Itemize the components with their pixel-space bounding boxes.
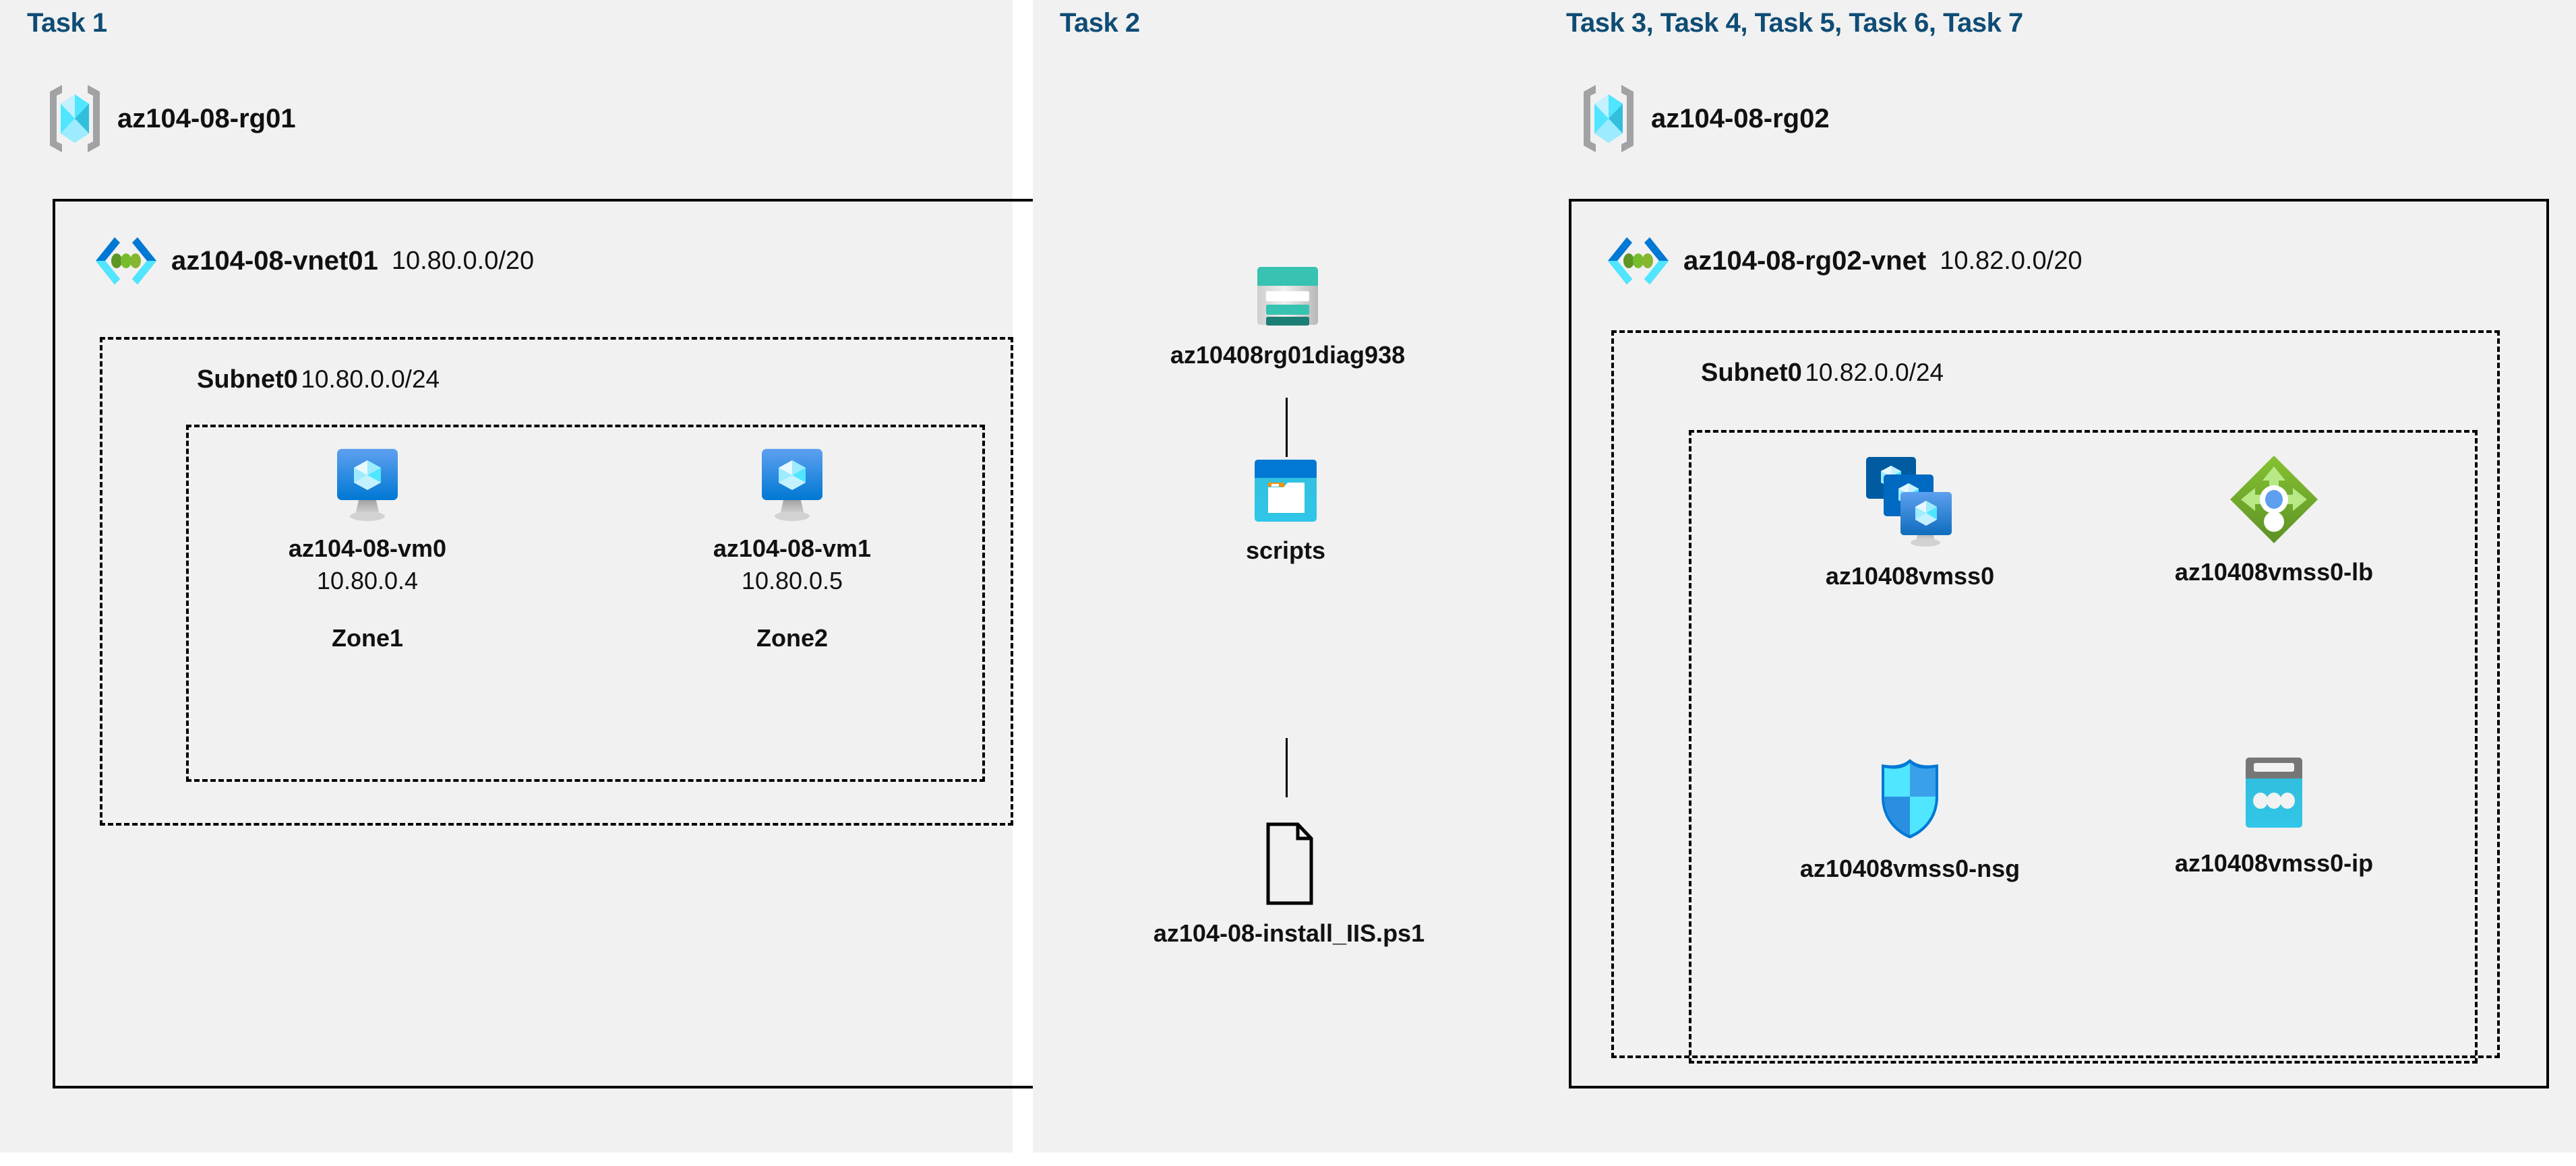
vm-ip: 10.80.0.4 bbox=[316, 567, 419, 595]
vnet-header-vnet01: az104-08-vnet01 10.80.0.0/20 bbox=[94, 235, 534, 287]
nsg-node[interactable]: az10408vmss0-nsg bbox=[1762, 755, 2058, 883]
file-node[interactable]: az104-08-install_IIS.ps1 bbox=[1087, 821, 1491, 948]
task-1-title: Task 1 bbox=[27, 8, 107, 38]
connector-container-to-file bbox=[1286, 738, 1288, 797]
subnet-cidr: 10.82.0.0/24 bbox=[1805, 359, 1944, 386]
blob-container-node[interactable]: scripts bbox=[1185, 457, 1387, 565]
resource-group-name: az104-08-rg01 bbox=[117, 103, 296, 133]
vnet-cidr: 10.82.0.0/20 bbox=[1940, 246, 2083, 275]
storage-account-node[interactable]: az10408rg01diag938 bbox=[1126, 263, 1449, 369]
vnet-name: az104-08-rg02-vnet bbox=[1683, 245, 1927, 276]
vnet-name: az104-08-vnet01 bbox=[171, 245, 378, 276]
load-balancer-name: az10408vmss0-lb bbox=[2174, 558, 2374, 586]
nsg-name: az10408vmss0-nsg bbox=[1799, 855, 2020, 882]
vm-node-az104-08-vm0[interactable]: az104-08-vm0 10.80.0.4 Zone1 bbox=[270, 445, 465, 652]
subnet-name: Subnet0 bbox=[197, 365, 298, 394]
subnet-name: Subnet0 bbox=[1701, 359, 1802, 387]
vm-node-az104-08-vm1[interactable]: az104-08-vm1 10.80.0.5 Zone2 bbox=[694, 445, 890, 652]
virtual-machine-icon bbox=[330, 445, 405, 522]
storage-account-name: az10408rg01diag938 bbox=[1170, 341, 1406, 369]
load-balancer-icon bbox=[2227, 453, 2320, 546]
blob-container-icon bbox=[1252, 457, 1319, 524]
vnet-header-rg02-vnet: az104-08-rg02-vnet 10.82.0.0/20 bbox=[1607, 235, 2083, 287]
vm-name: az104-08-vm0 bbox=[288, 534, 447, 562]
zone-box bbox=[186, 425, 985, 782]
panel-task-3-7: Task 3, Task 4, Task 5, Task 6, Task 7 a… bbox=[1539, 0, 2576, 1153]
vm-zone: Zone1 bbox=[331, 624, 403, 652]
vm-scale-set-icon bbox=[1861, 453, 1959, 550]
public-ip-node[interactable]: az10408vmss0-ip bbox=[2126, 755, 2422, 878]
vnet-box-rg02-vnet bbox=[1569, 199, 2549, 1088]
file-icon bbox=[1256, 821, 1322, 907]
vm-zone: Zone2 bbox=[756, 624, 828, 652]
vnet-cidr: 10.80.0.0/20 bbox=[391, 246, 535, 275]
resource-group-rg02: az104-08-rg02 bbox=[1581, 82, 1830, 155]
public-ip-address-icon bbox=[2236, 755, 2312, 837]
load-balancer-node[interactable]: az10408vmss0-lb bbox=[2126, 453, 2422, 586]
panel-task-1: Task 1 az104-08-rg01 bbox=[0, 0, 1522, 1153]
resource-group-icon bbox=[47, 82, 102, 155]
blob-container-name: scripts bbox=[1245, 536, 1326, 564]
resource-group-inner-box bbox=[1689, 430, 2478, 1064]
vm-ip: 10.80.0.5 bbox=[741, 567, 843, 595]
resource-group-rg01: az104-08-rg01 bbox=[47, 82, 296, 155]
network-security-group-icon bbox=[1872, 755, 1948, 842]
storage-account-icon bbox=[1254, 263, 1321, 329]
subnet-box-subnet0 bbox=[1611, 330, 2500, 1058]
vmss-node[interactable]: az10408vmss0 bbox=[1762, 453, 2058, 590]
resource-group-icon bbox=[1581, 82, 1636, 155]
subnet-box-subnet0 bbox=[100, 337, 1013, 826]
subnet-label: Subnet0 10.80.0.0/24 bbox=[197, 365, 440, 394]
public-ip-name: az10408vmss0-ip bbox=[2174, 849, 2374, 877]
subnet-cidr: 10.80.0.0/24 bbox=[301, 365, 440, 393]
virtual-machine-icon bbox=[754, 445, 830, 522]
subnet-label: Subnet0 10.82.0.0/24 bbox=[1701, 359, 1944, 388]
task-3-7-title: Task 3, Task 4, Task 5, Task 6, Task 7 bbox=[1566, 8, 2023, 38]
task-2-title: Task 2 bbox=[1060, 8, 1140, 38]
connector-storage-to-container bbox=[1286, 398, 1288, 457]
virtual-network-icon bbox=[94, 235, 158, 287]
panel-task-2: Task 2 az10408rg01diag938 bbox=[1033, 0, 1539, 1153]
file-name: az104-08-install_IIS.ps1 bbox=[1153, 919, 1425, 947]
virtual-network-icon bbox=[1607, 235, 1670, 287]
resource-group-name: az104-08-rg02 bbox=[1651, 103, 1830, 133]
vmss-name: az10408vmss0 bbox=[1825, 562, 1995, 590]
vm-name: az104-08-vm1 bbox=[713, 534, 872, 562]
